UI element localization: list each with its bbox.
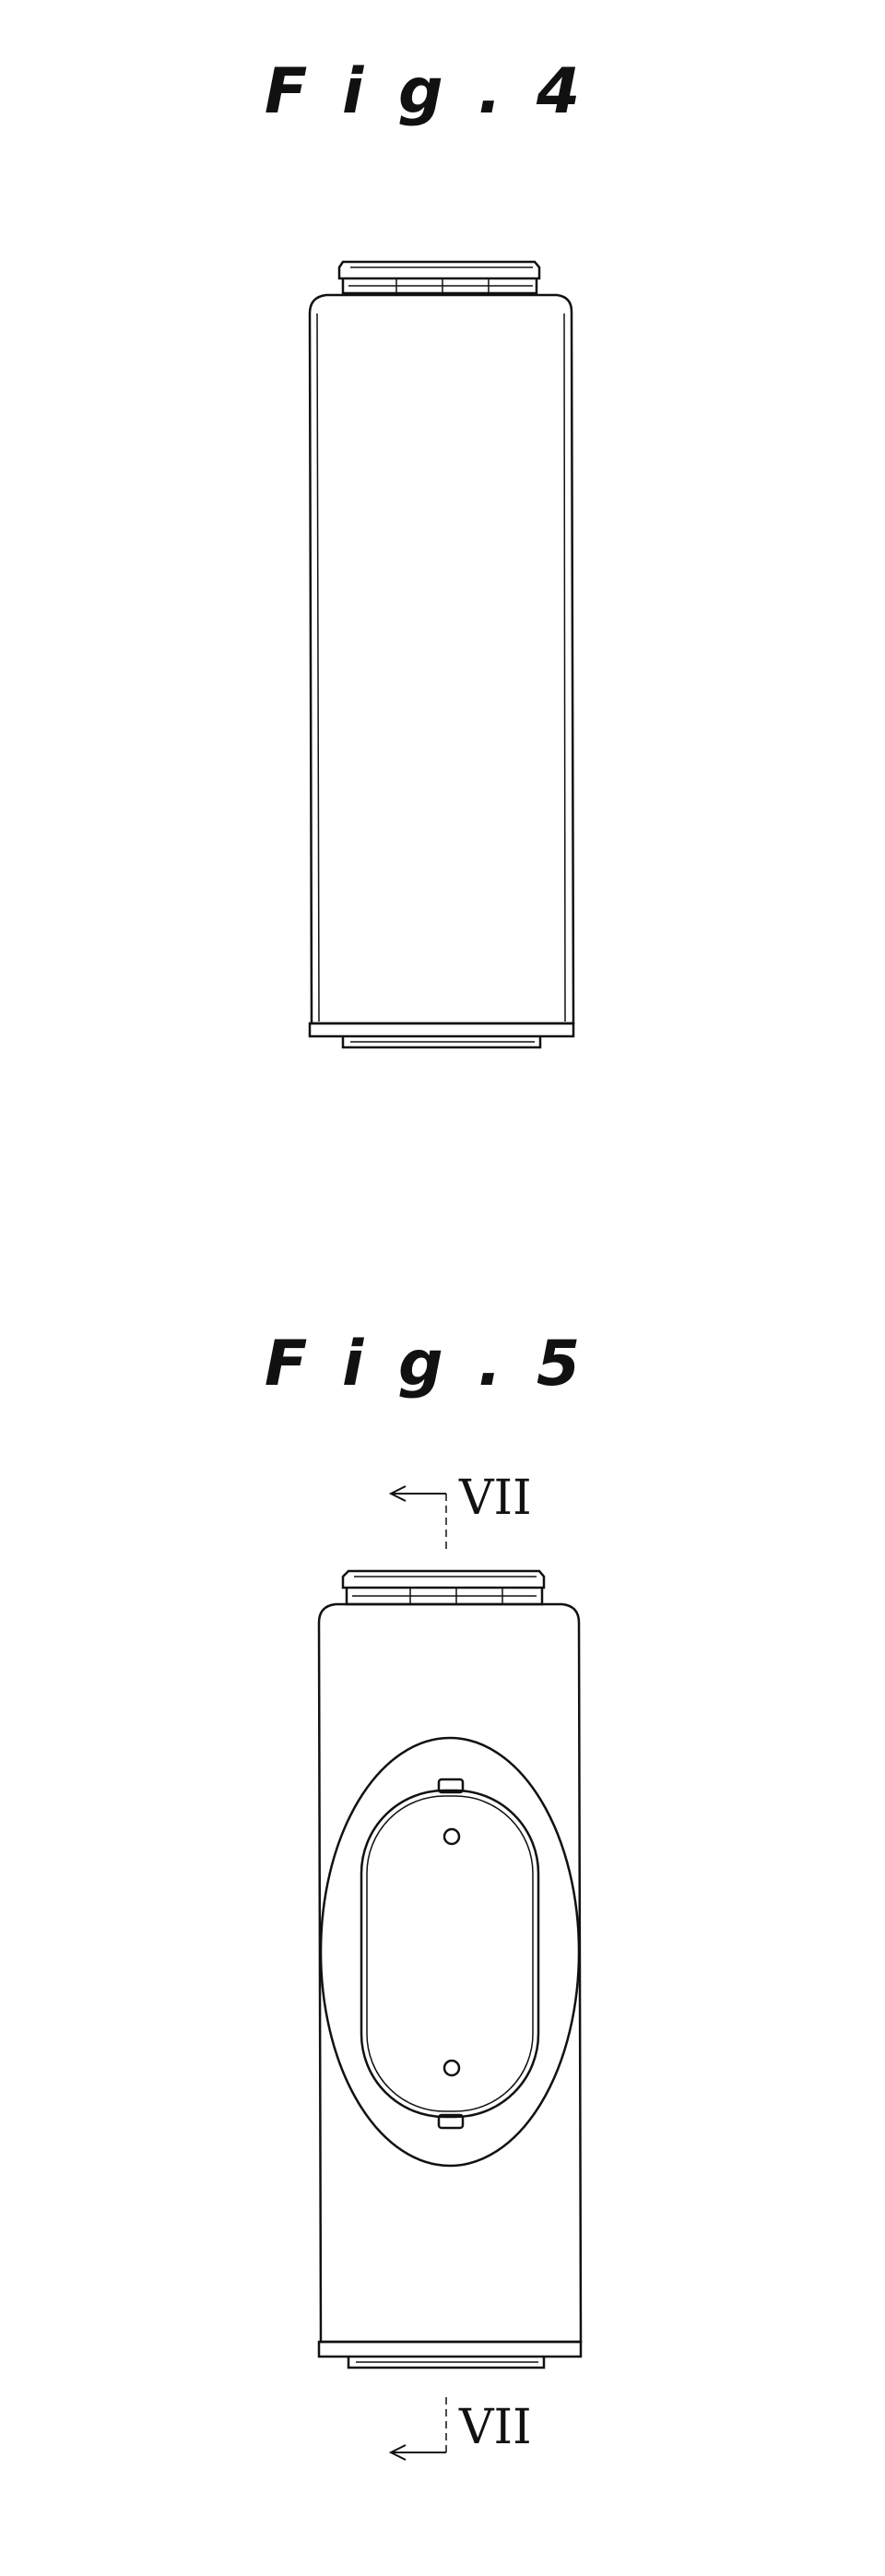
fig5-bottom-cap [319,2342,581,2368]
fig4-body [310,295,573,1023]
section-label-top: VII [458,1471,532,1526]
fig5-inner-window [361,1790,538,2117]
section-label-bottom: VII [458,2400,532,2455]
figure-4-drawing [310,262,573,1047]
fig4-bottom-cap [310,1023,573,1047]
fig4-top-cap [339,262,539,293]
section-line-top [391,1486,446,1554]
fig5-top-cap [343,1571,544,1604]
fig5-outer-ring [321,1738,579,2166]
figure-5-drawing [319,1486,581,2460]
section-line-bottom [391,2397,446,2460]
fig5-body [319,1604,581,2342]
fig5-top-hole [444,1829,459,1844]
fig5-bottom-hole [444,2061,459,2075]
